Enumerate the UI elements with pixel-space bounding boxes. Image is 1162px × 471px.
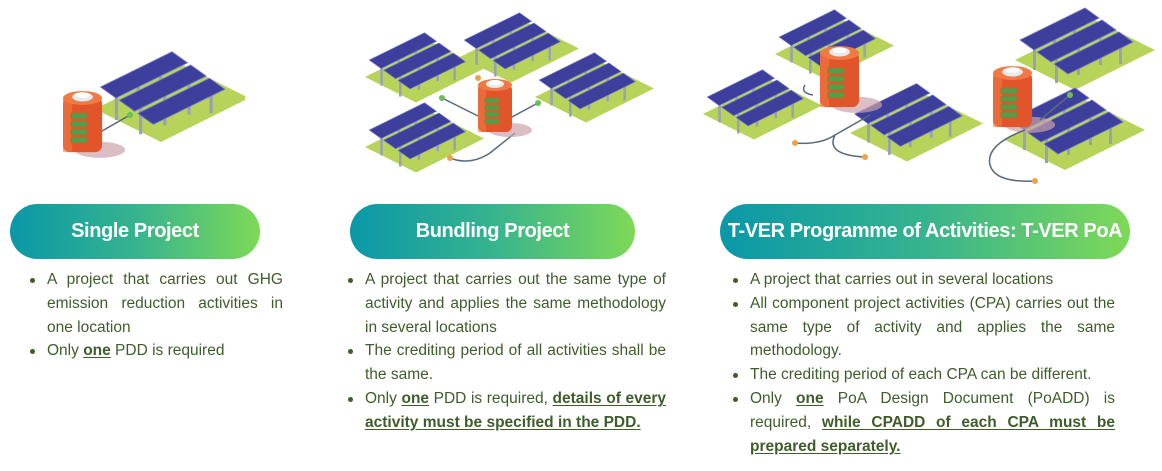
bullet-item: Only one PDD is required <box>28 339 283 363</box>
bundling-project-bullets: A project that carries out the same type… <box>346 268 666 435</box>
bundled-solar-illustration <box>364 12 655 173</box>
emphasis-details: details of every activity must be specif… <box>365 389 666 431</box>
poa-solar-illustration <box>702 7 1155 184</box>
bullet-item: All component project activities (CPA) c… <box>731 292 1115 363</box>
solar-battery-illustration <box>62 51 245 159</box>
emphasis-one: one <box>401 389 430 407</box>
bullet-item: Only one PDD is required, details of eve… <box>346 387 666 435</box>
bullet-item: Only one PoA Design Document (PoADD) is … <box>731 387 1115 458</box>
single-project-title: Single Project <box>10 204 260 259</box>
bullet-item: The crediting period of all activities s… <box>346 339 666 387</box>
bullet-item: A project that carries out the same type… <box>346 268 666 339</box>
emphasis-cpadd: while CPADD of each CPA must be prepared… <box>750 413 1116 455</box>
emphasis-one: one <box>796 389 824 407</box>
tver-poa-bullets: A project that carries out in several lo… <box>731 268 1115 458</box>
emphasis-one: one <box>83 342 111 360</box>
tver-poa-title: T-VER Programme of Activities: T-VER PoA <box>720 204 1130 259</box>
bullet-item: The crediting period of each CPA can be … <box>731 363 1115 387</box>
bullet-item: A project that carries out GHG emission … <box>28 268 283 339</box>
bundling-project-title: Bundling Project <box>350 204 635 259</box>
bullet-item: A project that carries out in several lo… <box>731 268 1115 292</box>
single-project-bullets: A project that carries out GHG emission … <box>28 268 283 363</box>
